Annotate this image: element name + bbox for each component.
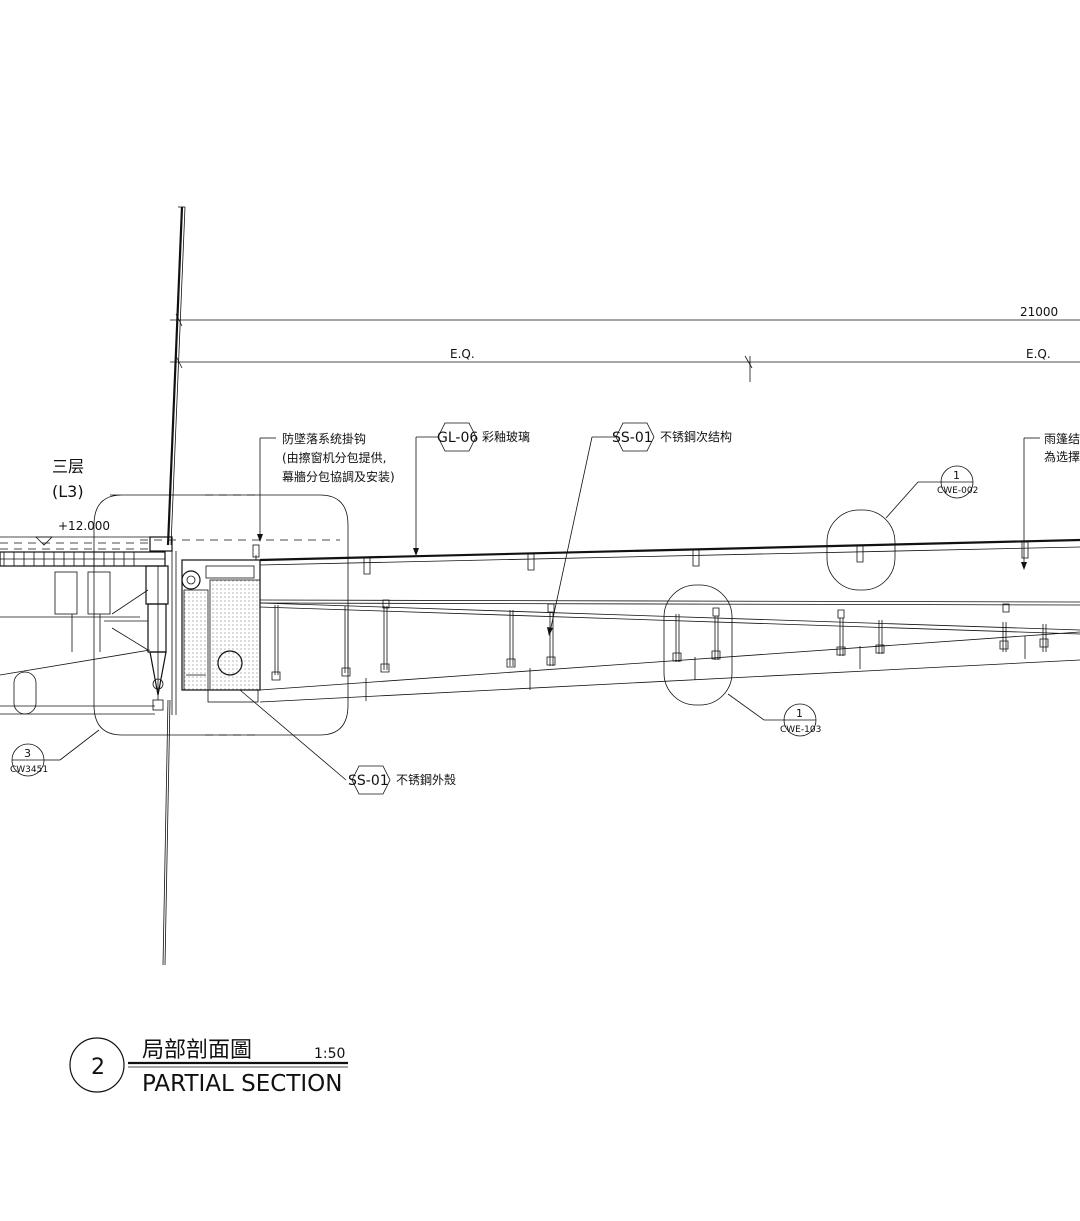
dimension-lines: 21000 E.Q. E.Q. — [170, 305, 1080, 382]
callout-steel-secondary-desc: 不锈鋼次结构 — [660, 429, 732, 444]
ref-cwe002-sheet: CWE-002 — [937, 486, 978, 496]
arrow-down-icon — [257, 534, 263, 542]
callout-fall-arrest-line3: 幕牆分包協調及安装) — [282, 469, 395, 484]
level-name: 三层 — [52, 457, 84, 476]
curtain-wall-glass — [162, 206, 186, 966]
dimension-overall: 21000 — [1020, 305, 1058, 319]
title-chinese: 局部剖面圖 — [142, 1038, 252, 1063]
floor-slab — [0, 542, 166, 715]
arrow-down-icon — [413, 548, 419, 556]
ref-cw3451-sheet: CW3451 — [10, 765, 48, 775]
hexagon-tag-icon — [615, 422, 655, 452]
arrow-down-icon — [547, 627, 553, 636]
detail-bubble-main — [93, 494, 349, 736]
level-label: 三层 (L3) +12.000 — [0, 457, 150, 546]
callout-steel-secondary: SS-01 不锈鋼次结构 — [547, 422, 732, 636]
callout-steel-shell-desc: 不锈鋼外殼 — [396, 773, 456, 787]
mullion-assembly — [145, 536, 177, 715]
title-scale: 1:50 — [314, 1046, 345, 1062]
canopy-structure — [259, 538, 1080, 703]
level-marker-icon — [35, 536, 53, 546]
ref-cwe103-number: 1 — [796, 707, 803, 720]
dimension-eq-right: E.Q. — [1026, 347, 1051, 361]
callout-canopy-line2: 為选擇性 — [1044, 449, 1080, 464]
arrow-down-icon — [1021, 562, 1027, 570]
callout-fall-arrest-line1: 防墜落系统掛钩 — [282, 431, 366, 446]
callout-glass: GL-06 彩釉玻璃 — [413, 422, 530, 556]
level-code: (L3) — [52, 482, 84, 501]
ref-cw3451-number: 3 — [24, 747, 31, 760]
callout-canopy: 雨篷结構 為选擇性 — [1021, 431, 1080, 570]
callout-steel-shell: SS-01 不锈鋼外殼 — [239, 689, 456, 795]
dimension-eq-left: E.Q. — [450, 347, 475, 361]
callout-fall-arrest-line2: (由擦窗机分包提供, — [282, 450, 387, 465]
callout-glass-tag: GL-06 — [437, 430, 478, 446]
hexagon-tag-icon — [437, 422, 477, 452]
callout-steel-secondary-tag: SS-01 — [612, 430, 653, 446]
callout-steel-shell-tag: SS-01 — [348, 773, 389, 789]
gutter-box — [181, 544, 261, 703]
title-english: PARTIAL SECTION — [142, 1071, 342, 1097]
callout-fall-arrest: 防墜落系统掛钩 (由擦窗机分包提供, 幕牆分包協調及安装) — [257, 431, 395, 542]
level-elevation: +12.000 — [58, 519, 110, 533]
ref-cwe002-number: 1 — [953, 469, 960, 482]
callout-canopy-line1: 雨篷结構 — [1044, 431, 1080, 446]
callout-glass-desc: 彩釉玻璃 — [482, 429, 530, 444]
title-number: 2 — [91, 1055, 105, 1080]
detail-bubble-cwe002: 1 CWE-002 — [826, 465, 978, 591]
detail-bubble-cwe103: 1 CWE-103 — [663, 584, 821, 737]
title-block: 2 局部剖面圖 1:50 PARTIAL SECTION — [69, 1037, 348, 1097]
hexagon-tag-icon — [351, 765, 391, 795]
detail-bubble-cw3451: 3 CW3451 — [10, 729, 100, 777]
ref-cwe103-sheet: CWE-103 — [780, 725, 821, 735]
